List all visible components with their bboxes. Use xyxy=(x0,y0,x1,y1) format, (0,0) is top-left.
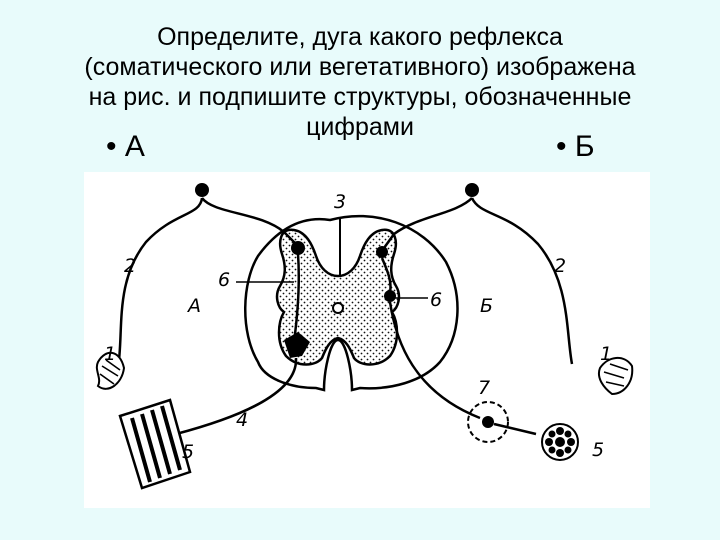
slide-title: Определите, дуга какого рефлекса (сомати… xyxy=(0,22,720,142)
left-efferent-fiber xyxy=(175,357,298,436)
left-dorsal-root xyxy=(201,197,297,245)
central-canal xyxy=(332,302,344,314)
title-line-1: Определите, дуга какого рефлекса xyxy=(157,23,563,51)
left-effector-muscle xyxy=(118,398,192,490)
right-effector-gland xyxy=(541,423,579,461)
left-ganglion-neuron xyxy=(195,183,209,197)
label-5-left: 5 xyxy=(182,441,194,463)
autonomic-ganglion xyxy=(467,401,509,443)
label-1-right: 1 xyxy=(600,343,612,365)
right-afferent-fiber xyxy=(470,197,574,365)
title-line-2: (соматического или вегетативного) изобра… xyxy=(84,53,636,81)
left-interneuron xyxy=(291,241,305,255)
right-dorsal-root xyxy=(382,197,473,249)
grey-matter xyxy=(275,228,401,366)
right-lateral-horn-neuron xyxy=(384,290,396,302)
right-preganglionic-fiber xyxy=(388,301,481,420)
right-receptor-lines xyxy=(603,363,629,387)
label-a: А xyxy=(186,295,201,317)
label-7: 7 xyxy=(478,377,490,399)
right-interneuron-fiber xyxy=(380,257,392,293)
right-interneuron xyxy=(376,246,388,258)
bullet-a: • А xyxy=(106,130,145,163)
label-3: 3 xyxy=(334,191,346,213)
label-6-right: 6 xyxy=(430,289,442,311)
reflex-arc-diagram: 2 2 3 6 6 А Б 1 1 4 5 5 7 xyxy=(95,183,634,490)
label-6-left: 6 xyxy=(218,269,230,291)
bullet-b: • Б xyxy=(556,130,595,163)
right-ganglion-neuron xyxy=(465,183,479,197)
title-line-4: цифрами xyxy=(306,113,414,141)
label-4: 4 xyxy=(236,409,248,431)
title-line-3: на рис. и подпишите структуры, обозначен… xyxy=(88,83,632,111)
label-1-left: 1 xyxy=(104,343,116,365)
label-2-left: 2 xyxy=(124,255,136,277)
label-b: Б xyxy=(480,295,493,317)
ganglion-neuron xyxy=(482,416,494,428)
label-2-right: 2 xyxy=(554,255,566,277)
right-postganglionic-fiber xyxy=(493,422,537,436)
left-motor-neuron xyxy=(284,332,310,358)
label-5-right: 5 xyxy=(592,439,604,461)
left-afferent-fiber xyxy=(116,197,204,369)
reflex-arc-figure: 2 2 3 6 6 А Б 1 1 4 5 5 7 xyxy=(84,172,650,508)
left-interneuron-fiber xyxy=(292,253,301,343)
left-receptor-lines xyxy=(99,359,121,385)
